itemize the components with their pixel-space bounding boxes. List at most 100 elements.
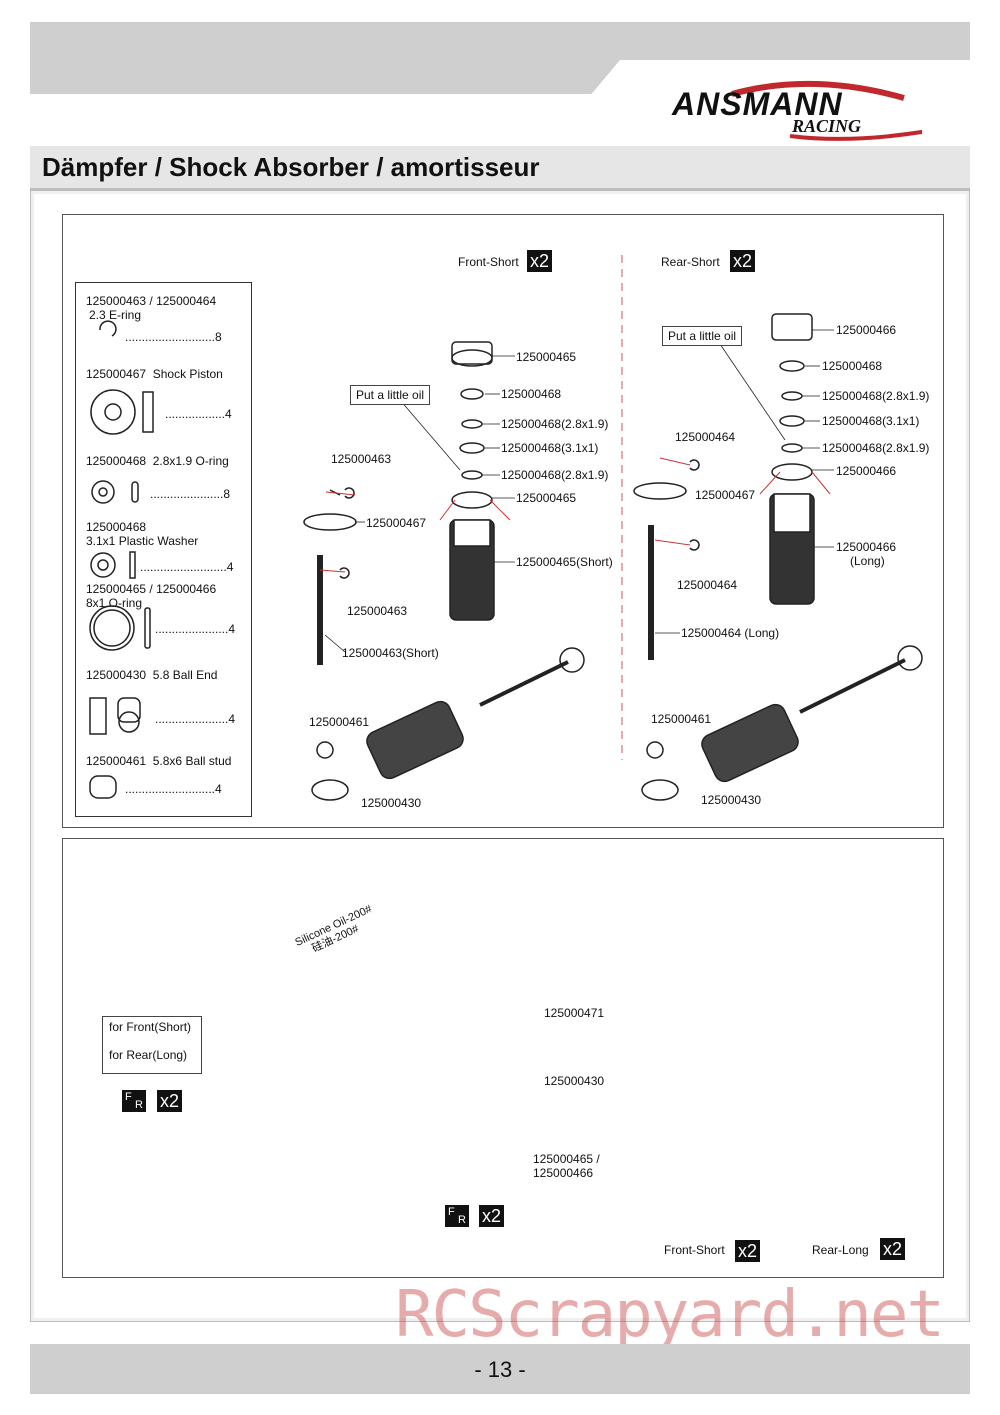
front-label: 125000463(Short) xyxy=(342,646,439,660)
brand-sub: RACING xyxy=(792,116,862,136)
part-id: 125000461 5.8x6 Ball stud xyxy=(86,754,231,768)
front-label: 125000465 xyxy=(516,491,577,505)
qty-badge: x2 xyxy=(157,1090,183,1112)
part-name: 3.1x1 Plastic Washer xyxy=(86,534,199,548)
part-qty: 4 xyxy=(215,782,222,796)
part-id: 125000468 2.8x1.9 O-ring xyxy=(86,454,229,468)
note-front: for Front(Short) xyxy=(109,1020,192,1034)
rear-label: 125000466 xyxy=(836,323,897,337)
rear-label: 125000466 xyxy=(836,464,897,478)
ball-end-icon xyxy=(89,697,107,735)
part-qty: 4 xyxy=(225,407,232,421)
part-name: 2.3 E-ring xyxy=(89,308,142,322)
front-label: 125000468(2.8x1.9) xyxy=(501,468,609,482)
part-name: 8x1 O-ring xyxy=(86,596,143,610)
front-label: 125000463 xyxy=(347,604,408,618)
part-name: 5.8 Ball End xyxy=(152,668,218,682)
part-qty-dots: ..........................4 xyxy=(140,560,234,574)
brand-name: ANSMANN xyxy=(672,86,843,122)
title-bar xyxy=(30,146,970,190)
ansmann-racing-logo: ANSMANN RACING xyxy=(672,80,922,144)
rear-short-title: Rear-Short xyxy=(661,255,720,269)
part-id-text: 125000468 xyxy=(86,454,147,468)
rear-label: 125000466 xyxy=(836,540,897,554)
qty-badge: x2 xyxy=(880,1238,906,1260)
cap-label: 125000466 xyxy=(533,1166,594,1180)
rear-qty-badge: x2 xyxy=(730,250,756,272)
part-id: 125000463 / 125000464 xyxy=(86,294,217,308)
rear-label: 125000468(2.8x1.9) xyxy=(822,441,930,455)
front-label: 125000465(Short) xyxy=(516,555,613,569)
part-id-text: 125000461 xyxy=(86,754,147,768)
rear-label: 125000468 xyxy=(822,359,883,373)
big-o-ring-icon xyxy=(89,605,135,651)
part-name: Shock Piston xyxy=(152,367,223,381)
note-rear: for Rear(Long) xyxy=(109,1048,188,1062)
rear-label: (Long) xyxy=(850,554,885,568)
qty-badge: x2 xyxy=(735,1240,761,1262)
front-short-title: Front-Short xyxy=(458,255,519,269)
rear-label: 125000430 xyxy=(701,793,762,807)
part-qty-dots: ...........................8 xyxy=(125,330,222,344)
part-name: 2.8x1.9 O-ring xyxy=(152,454,229,468)
front-label: 125000467 xyxy=(366,516,427,530)
part-id: 125000430 5.8 Ball End xyxy=(86,668,217,682)
ball-stud-icon xyxy=(89,775,117,799)
part-qty-dots: ......................8 xyxy=(150,487,231,501)
front-label: 125000430 xyxy=(361,796,422,810)
front-rear-note: for Front(Short) for Rear(Long) xyxy=(102,1016,202,1074)
result-rear-label: Rear-Long xyxy=(812,1243,869,1257)
fr-f: F xyxy=(125,1091,132,1103)
rear-label: 125000464 xyxy=(675,430,736,444)
e-ring-icon xyxy=(99,320,117,337)
o-ring-icon xyxy=(91,480,115,504)
part-id: 125000468 xyxy=(86,520,147,534)
rear-label: 125000468(3.1x1) xyxy=(822,414,920,428)
page-number: - 13 - xyxy=(474,1357,526,1382)
part-qty-dots: ......................4 xyxy=(155,712,236,726)
fr-r: R xyxy=(135,1099,143,1111)
front-shock-exploded xyxy=(303,341,585,801)
result-front-label: Front-Short xyxy=(664,1243,725,1257)
qty-badge: x2 xyxy=(479,1205,505,1227)
part-qty-dots: ..................4 xyxy=(165,407,232,421)
part-id: 125000467 Shock Piston xyxy=(86,367,223,381)
front-oil-note: Put a little oil xyxy=(350,385,431,405)
front-label: 125000468 xyxy=(501,387,562,401)
plastic-washer-icon xyxy=(90,552,116,578)
part-qty: 4 xyxy=(226,560,234,574)
footer-band xyxy=(30,1344,970,1394)
rear-label: 125000468(2.8x1.9) xyxy=(822,389,930,403)
part-name: 5.8x6 Ball stud xyxy=(152,754,232,768)
part-qty: 4 xyxy=(228,622,236,636)
shock-piston-icon xyxy=(90,389,136,435)
rear-label: 125000467 xyxy=(695,488,756,502)
part-qty: 8 xyxy=(223,487,231,501)
part-qty: 4 xyxy=(228,712,236,726)
page-title: Dämpfer / Shock Absorber / amortisseur xyxy=(42,152,540,182)
cap-label: 125000430 xyxy=(544,1074,605,1088)
logo-swoosh xyxy=(731,80,922,141)
rear-label: 125000461 xyxy=(651,712,712,726)
front-label: 125000468(2.8x1.9) xyxy=(501,417,609,431)
front-label: 125000465 xyxy=(516,350,577,364)
cap-label: 125000465 / xyxy=(533,1152,600,1166)
part-qty: 8 xyxy=(215,330,222,344)
part-qty-dots: ......................4 xyxy=(155,622,236,636)
assembly-panel xyxy=(62,838,944,1278)
front-qty-badge: x2 xyxy=(527,250,553,272)
front-label: 125000463 xyxy=(331,452,392,466)
part-id: 125000465 / 125000466 xyxy=(86,582,217,596)
fr-r: R xyxy=(458,1214,466,1226)
front-label: 125000461 xyxy=(309,715,370,729)
front-label: 125000468(3.1x1) xyxy=(501,441,599,455)
part-qty-dots: ...........................4 xyxy=(125,782,222,796)
part-id-text: 125000430 xyxy=(86,668,147,682)
fr-f: F xyxy=(448,1206,455,1218)
watermark: RCScrapyard.net xyxy=(395,1278,945,1352)
cap-label: 125000471 xyxy=(544,1006,605,1020)
rear-oil-note: Put a little oil xyxy=(662,326,743,346)
parts-list xyxy=(75,282,252,817)
